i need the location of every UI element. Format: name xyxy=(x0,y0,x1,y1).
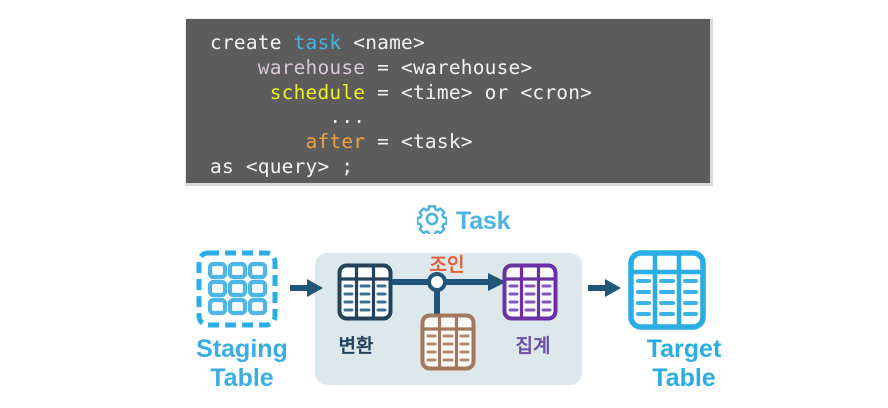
staging-table-label-line2: Table xyxy=(210,364,274,392)
code-token-wh: warehouse xyxy=(257,55,366,79)
transform-label: 변환 xyxy=(338,336,374,357)
arrow-staging-to-task-icon xyxy=(290,277,324,304)
code-token-plain: = <warehouse> xyxy=(365,55,533,79)
arrow-task-to-target-icon xyxy=(588,277,622,304)
code-token-plain: ... xyxy=(329,105,366,129)
gear-icon xyxy=(416,204,448,239)
code-block-text: create task <name> warehouse = <warehous… xyxy=(210,31,592,180)
staging-table-icon xyxy=(196,250,278,333)
code-token-sched: schedule xyxy=(269,80,366,104)
target-table-label-line2: Table xyxy=(652,364,716,392)
code-token-plain: = <time> or <cron> xyxy=(365,80,593,104)
code-token-plain: create xyxy=(210,31,294,54)
aggregate-table-icon xyxy=(502,263,558,326)
code-block-panel: create task <name> warehouse = <warehous… xyxy=(185,18,713,186)
code-token-after: after xyxy=(305,130,366,154)
target-table-label: Target Table xyxy=(620,335,748,393)
task-header-label: Task xyxy=(456,207,511,235)
aggregate-label: 집계 xyxy=(515,336,551,357)
task-header: Task xyxy=(416,204,511,239)
join-label: 조인 xyxy=(429,255,465,276)
staging-table-label-line1: Staging xyxy=(196,335,288,363)
task-pipeline-diagram: Task Staging Table xyxy=(0,195,888,408)
code-token-plain: as <query> ; xyxy=(210,154,354,178)
target-table-icon xyxy=(628,250,706,335)
join-table-icon xyxy=(420,313,476,376)
code-token-plain: <name> xyxy=(341,31,425,54)
target-table-label-line1: Target xyxy=(646,335,722,363)
code-token-task: task xyxy=(293,31,342,54)
transform-table-icon xyxy=(337,263,393,326)
staging-table-label: Staging Table xyxy=(178,335,306,393)
code-token-plain: = <task> xyxy=(365,130,473,154)
